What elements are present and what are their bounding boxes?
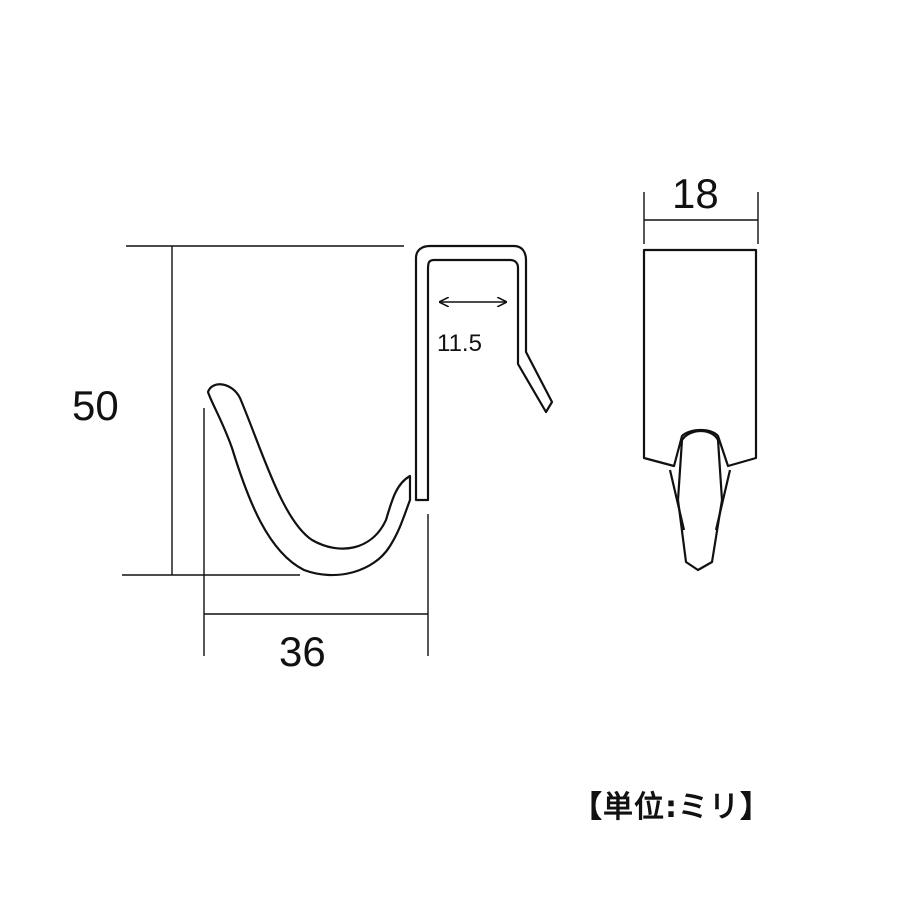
hook-side-view [206, 244, 554, 577]
width-dimension-label: 36 [279, 628, 326, 675]
unit-note: 【単位:ミリ】 [572, 790, 771, 825]
hook-curve-outline [206, 383, 412, 577]
gap-dimension-label: 11.5 [437, 330, 482, 357]
front-hook-left-edge [668, 469, 686, 531]
height-dimension-label: 50 [72, 382, 119, 429]
dimension-lines-side [122, 245, 506, 656]
dimension-lines-front [643, 192, 759, 244]
front-hook-right-edge [714, 469, 732, 531]
hook-stem-outline [414, 244, 554, 502]
depth-dimension-label: 18 [672, 170, 719, 217]
hook-front-view [642, 248, 758, 572]
front-hook-tip-outline [676, 429, 724, 572]
